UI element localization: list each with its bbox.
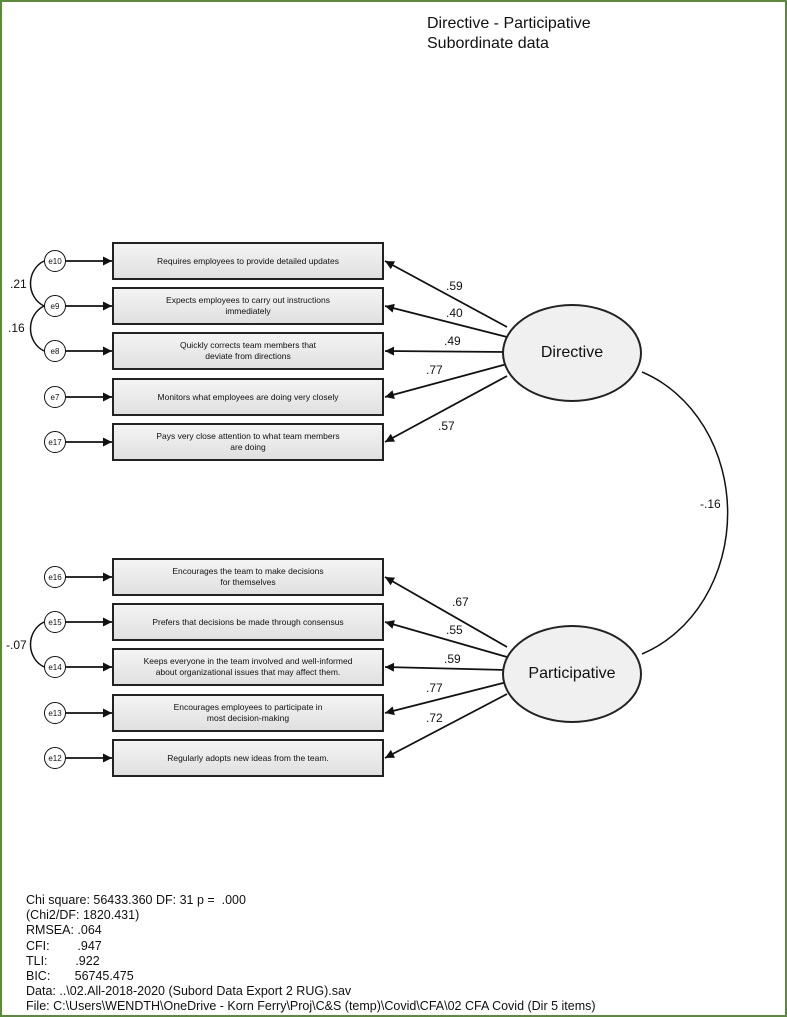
loading-label-e14: .59	[444, 652, 461, 666]
indicator-box-e10: Requires employees to provide detailed u…	[112, 242, 384, 280]
stat-model-file: File: C:\Users\WENDTH\OneDrive - Korn Fe…	[26, 999, 596, 1014]
loading-path-e9	[384, 303, 508, 338]
loading-label-e10: .59	[446, 279, 463, 293]
loading-label-e13: .77	[426, 681, 443, 695]
latent-participative: Participative	[502, 625, 642, 723]
covariance-label-factors: -.16	[700, 497, 721, 511]
error-term-e8: e8	[44, 340, 66, 362]
loading-path-e10	[384, 260, 508, 328]
covariance-e10-e9	[29, 260, 45, 307]
stat-chi2-df: (Chi2/DF: 1820.431)	[26, 908, 140, 923]
indicator-box-e9: Expects employees to carry out instructi…	[112, 287, 384, 325]
loading-label-e15: .55	[446, 623, 463, 637]
loading-label-e7: .77	[426, 363, 443, 377]
indicator-box-e13: Encourages employees to participate in m…	[112, 694, 384, 732]
loading-label-e9: .40	[446, 306, 463, 320]
indicator-box-e17: Pays very close attention to what team m…	[112, 423, 384, 461]
covariance-e9-e8	[29, 305, 45, 352]
loading-path-e12	[384, 693, 508, 759]
stat-data-file: Data: ..\02.All-2018-2020 (Subord Data E…	[26, 984, 352, 999]
error-term-e13: e13	[44, 702, 66, 724]
loading-path-e8	[384, 346, 508, 356]
error-term-e7: e7	[44, 386, 66, 408]
loading-path-e13	[384, 681, 508, 716]
indicator-box-e16: Encourages the team to make decisions fo…	[112, 558, 384, 596]
stat-rmsea: RMSEA: .064	[26, 923, 102, 938]
error-term-e10: e10	[44, 250, 66, 272]
covariance-e15-e14	[29, 621, 45, 668]
error-term-e9: e9	[44, 295, 66, 317]
indicator-box-e7: Monitors what employees are doing very c…	[112, 378, 384, 416]
loading-label-e8: .49	[444, 334, 461, 348]
covariance-label-e15-e14: -.07	[6, 638, 27, 652]
stat-cfi: CFI: .947	[26, 938, 102, 953]
latent-directive: Directive	[502, 304, 642, 402]
covariance-label-e10-e9: .21	[10, 277, 27, 291]
loading-path-e7	[384, 363, 508, 399]
error-term-e14: e14	[44, 656, 66, 678]
indicator-box-e8: Quickly corrects team members that devia…	[112, 332, 384, 370]
covariance-factors	[641, 371, 729, 655]
stat-tli: TLI: .922	[26, 953, 100, 968]
error-term-e15: e15	[44, 611, 66, 633]
fit-statistics: Chi square: 56433.360 DF: 31 p = .000(Ch…	[26, 893, 596, 1015]
covariance-label-e9-e8: .16	[8, 321, 25, 335]
diagram-title: Directive - Participative	[427, 15, 591, 32]
stat-bic: BIC: 56745.475	[26, 969, 134, 984]
stat-chi-square: Chi square: 56433.360 DF: 31 p = .000	[26, 893, 246, 907]
loading-label-e12: .72	[426, 711, 443, 725]
diagram-subtitle: Subordinate data	[427, 35, 549, 52]
indicator-box-e14: Keeps everyone in the team involved and …	[112, 648, 384, 686]
loading-path-e17	[384, 375, 508, 443]
loading-path-e16	[384, 576, 508, 648]
error-term-e16: e16	[44, 566, 66, 588]
loading-label-e17: .57	[438, 419, 455, 433]
indicator-box-e12: Regularly adopts new ideas from the team…	[112, 739, 384, 777]
error-term-e12: e12	[44, 747, 66, 769]
loading-path-e14	[384, 662, 508, 672]
loading-label-e16: .67	[452, 595, 469, 609]
loading-path-e15	[384, 620, 508, 658]
error-term-e17: e17	[44, 431, 66, 453]
indicator-box-e15: Prefers that decisions be made through c…	[112, 603, 384, 641]
